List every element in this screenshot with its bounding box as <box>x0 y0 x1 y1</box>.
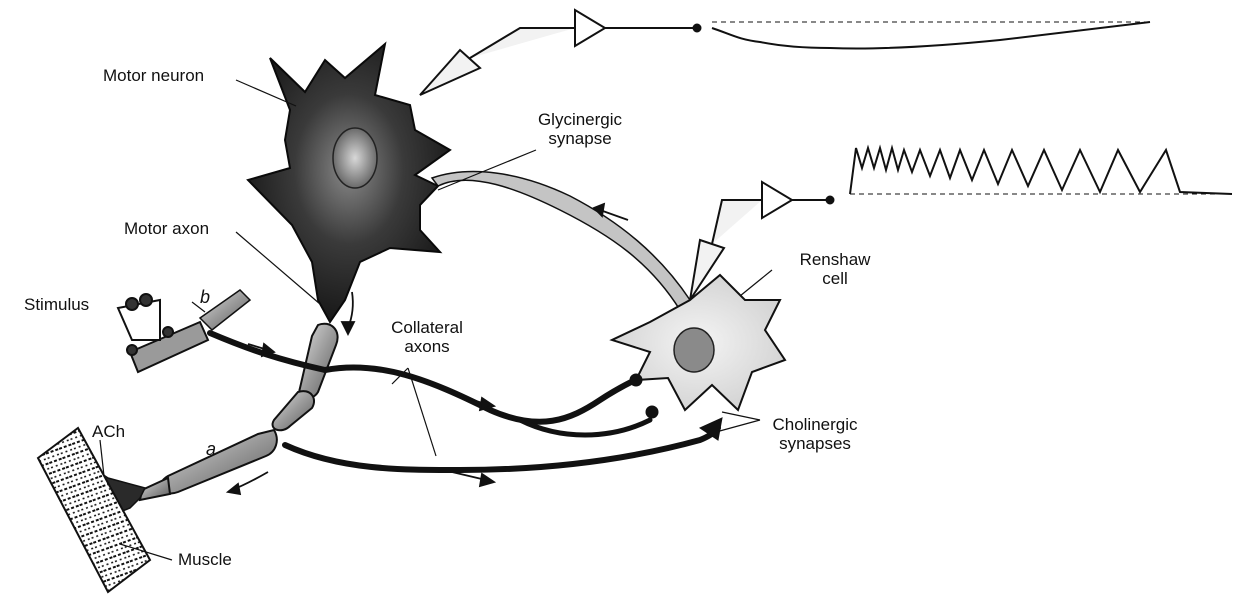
label-glycinergic-line1: Glycinergic <box>520 110 640 129</box>
collateral-axon-upper <box>325 367 635 421</box>
muscle-fiber <box>38 428 150 592</box>
electrode-motor-neuron <box>420 28 575 95</box>
stimulus-electrode <box>118 294 208 372</box>
collateral-axon-lower <box>285 428 718 470</box>
renshaw-axon <box>432 172 690 310</box>
label-point-a: a <box>206 440 216 459</box>
trace-motor-neuron <box>712 22 1150 49</box>
label-cholinergic-synapses: Cholinergic synapses <box>760 415 870 453</box>
label-motor-neuron: Motor neuron <box>103 66 204 85</box>
label-point-b: b <box>200 288 210 307</box>
label-renshaw-line1: Renshaw <box>790 250 880 269</box>
label-glycinergic-line2: synapse <box>520 129 640 148</box>
label-collateral-axons: Collateral axons <box>372 318 482 356</box>
label-glycinergic-synapse: Glycinergic synapse <box>520 110 640 148</box>
label-cholinergic-line2: synapses <box>760 434 870 453</box>
amplifier-renshaw <box>762 182 834 218</box>
trace-renshaw <box>850 148 1232 194</box>
label-collateral-line2: axons <box>372 337 482 356</box>
label-motor-axon: Motor axon <box>124 219 209 238</box>
label-renshaw-line2: cell <box>790 269 880 288</box>
label-renshaw-cell: Renshaw cell <box>790 250 880 288</box>
label-collateral-line1: Collateral <box>372 318 482 337</box>
label-cholinergic-line1: Cholinergic <box>760 415 870 434</box>
label-stimulus: Stimulus <box>24 295 89 314</box>
renshaw-nucleus <box>674 328 714 372</box>
motor-neuron-nucleus <box>333 128 377 188</box>
amplifier-top <box>575 10 701 46</box>
label-muscle: Muscle <box>178 550 232 569</box>
label-ach: ACh <box>92 422 125 441</box>
